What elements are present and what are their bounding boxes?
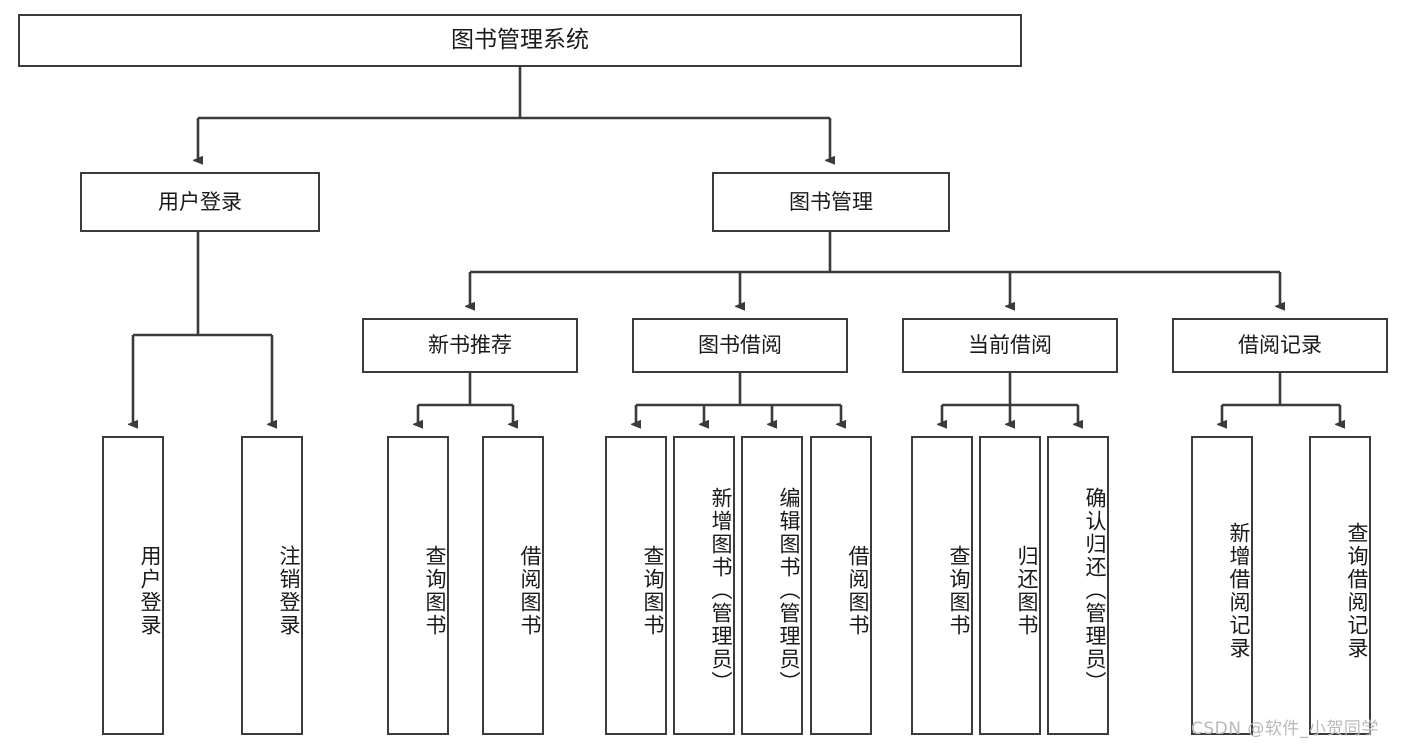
node-root-system[interactable]: 图书管理系统 xyxy=(18,14,1022,67)
leaf-record-query-record[interactable]: 查询借阅记录 xyxy=(1309,436,1371,735)
node-new-book-recommend[interactable]: 新书推荐 xyxy=(362,318,578,373)
leaf-current-query-book[interactable]: 查询图书 xyxy=(911,436,973,735)
node-label: 借阅图书 xyxy=(846,544,870,637)
node-label: 图书管理系统 xyxy=(451,26,589,53)
node-current-borrow[interactable]: 当前借阅 xyxy=(902,318,1118,373)
leaf-borrow-query-book[interactable]: 查询图书 xyxy=(605,436,667,735)
node-label: 用户登录 xyxy=(158,189,242,214)
node-label: 确认归还（管理员） xyxy=(1083,487,1107,694)
node-label: 借阅图书 xyxy=(518,544,542,637)
node-label: 新增借阅记录 xyxy=(1227,521,1251,660)
leaf-current-return-book[interactable]: 归还图书 xyxy=(979,436,1041,735)
leaf-user-login-logout[interactable]: 注销登录 xyxy=(241,436,303,735)
leaf-recommend-borrow-book[interactable]: 借阅图书 xyxy=(482,436,544,735)
node-label: 查询借阅记录 xyxy=(1345,521,1369,660)
node-user-login[interactable]: 用户登录 xyxy=(80,172,320,232)
leaf-recommend-query-book[interactable]: 查询图书 xyxy=(387,436,449,735)
csdn-watermark: CSDN @软件_小贺同学 xyxy=(1191,719,1379,739)
node-label: 图书借阅 xyxy=(698,333,782,358)
node-label: 借阅记录 xyxy=(1238,333,1322,358)
node-label: 查询图书 xyxy=(947,544,971,637)
leaf-user-login-login[interactable]: 用户登录 xyxy=(102,436,164,735)
node-book-borrow[interactable]: 图书借阅 xyxy=(632,318,848,373)
node-book-management[interactable]: 图书管理 xyxy=(712,172,950,232)
node-label: 图书管理 xyxy=(789,189,873,214)
leaf-current-confirm-return-admin[interactable]: 确认归还（管理员） xyxy=(1047,436,1109,735)
node-borrow-record[interactable]: 借阅记录 xyxy=(1172,318,1388,373)
node-label: 注销登录 xyxy=(277,544,301,637)
node-label: 查询图书 xyxy=(641,544,665,637)
leaf-borrow-edit-book-admin[interactable]: 编辑图书（管理员） xyxy=(741,436,803,735)
node-label: 用户登录 xyxy=(138,544,162,637)
node-label: 当前借阅 xyxy=(968,333,1052,358)
node-label: 编辑图书（管理员） xyxy=(777,487,801,694)
node-label: 查询图书 xyxy=(423,544,447,637)
leaf-borrow-borrow-book[interactable]: 借阅图书 xyxy=(810,436,872,735)
leaf-borrow-add-book-admin[interactable]: 新增图书（管理员） xyxy=(673,436,735,735)
node-label: 新书推荐 xyxy=(428,333,512,358)
node-label: 新增图书（管理员） xyxy=(709,487,733,694)
node-label: 归还图书 xyxy=(1015,544,1039,637)
leaf-record-add-record[interactable]: 新增借阅记录 xyxy=(1191,436,1253,735)
